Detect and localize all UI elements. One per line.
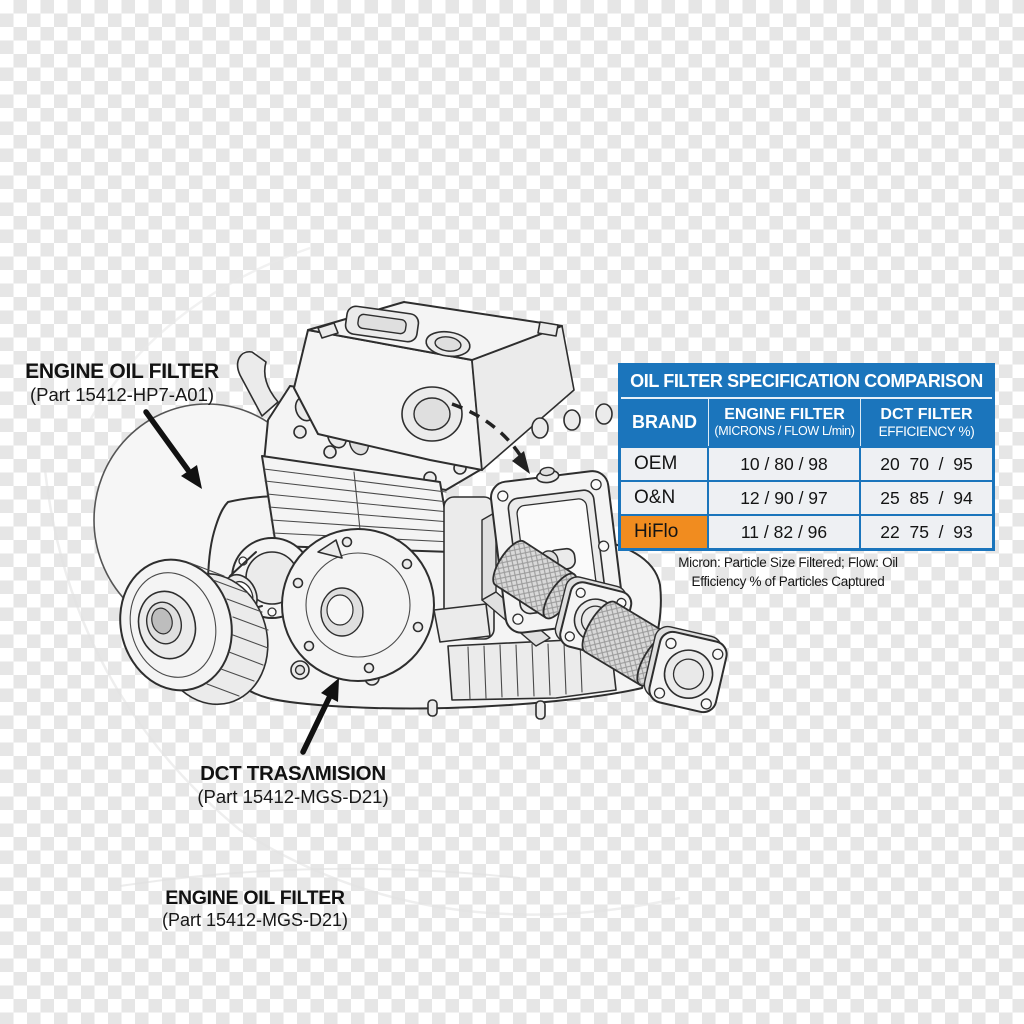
label-title: DCT TRASΛMISION: [200, 762, 386, 785]
label-title: ENGINE OIL FILTER: [25, 360, 219, 383]
engine-hanger-bracket: [236, 351, 279, 417]
spec-table-header: BRAND ENGINE FILTER (MICRONS / FLOW L/mi…: [621, 399, 992, 446]
oil-filter-cartridge-large: [581, 600, 728, 714]
label-engine-oil-filter-bottom: ENGINE OIL FILTER (Part 15412-MGS-D21): [133, 887, 377, 931]
cell-brand-highlighted: HiFlo: [621, 516, 709, 548]
column-header-engine-filter: ENGINE FILTER (MICRONS / FLOW L/min): [709, 399, 861, 446]
valve-cover: [236, 301, 575, 471]
label-part-number: (Part 15412-HP7-A01): [29, 384, 215, 405]
cell-brand: OEM: [621, 448, 709, 480]
spec-table: OIL FILTER SPECIFICATION COMPARISON BRAN…: [618, 363, 995, 551]
footnote-line-1: Micron: Particle Size Filtered; Flow: Oi…: [678, 555, 898, 570]
exploded-view-dashed-arrow: [451, 402, 530, 474]
label-part-number: (Part 15412-MGS-D21): [161, 910, 349, 930]
callout-arrow-dct-transmission: [300, 678, 339, 755]
spec-table-title: OIL FILTER SPECIFICATION COMPARISON: [621, 366, 992, 399]
column-header-dct-filter: DCT FILTER EFFICIENCY %): [878, 406, 975, 439]
table-footnote: Micron: Particle Size Filtered; Flow: Oi…: [612, 553, 964, 591]
head-bolts: [531, 403, 613, 439]
table-row-highlighted: HiFlo 11 / 82 / 96 22 75 / 93: [621, 514, 992, 548]
cooling-fins: [261, 455, 453, 553]
label-title: ENGINE OIL FILTER: [165, 887, 345, 909]
cell-dct-filter: 22 75 / 93: [880, 521, 973, 542]
cell-engine-filter: 12 / 90 / 97: [709, 482, 861, 514]
footnote-line-2: Efficiency % of Particles Captured: [691, 574, 885, 589]
table-row: O&N 12 / 90 / 97 25 85 / 94: [621, 480, 992, 514]
watermark-arcs: [43, 246, 681, 916]
cell-brand: O&N: [621, 482, 709, 514]
label-part-number: (Part 15412-MGS-D21): [197, 786, 389, 807]
crankcase-cover: [281, 528, 435, 682]
label-engine-oil-filter-top: ENGINE OIL FILTER (Part 15412-HP7-A01): [14, 360, 230, 406]
table-row: OEM 10 / 80 / 98 20 70 / 95: [621, 446, 992, 480]
label-dct-transmission: DCT TRASΛMISION (Part 15412-MGS-D21): [168, 762, 418, 808]
cell-engine-filter: 10 / 80 / 98: [709, 448, 861, 480]
oil-sump: [290, 603, 617, 720]
cell-dct-filter: 25 85 / 94: [880, 487, 973, 508]
column-header-brand: BRAND: [621, 399, 709, 446]
callout-arrow-engine-oil-filter: [143, 409, 202, 489]
cell-dct-filter: 20 70 / 95: [880, 453, 973, 474]
cell-engine-filter: 11 / 82 / 96: [709, 516, 861, 548]
clutch-drum: [119, 558, 269, 706]
